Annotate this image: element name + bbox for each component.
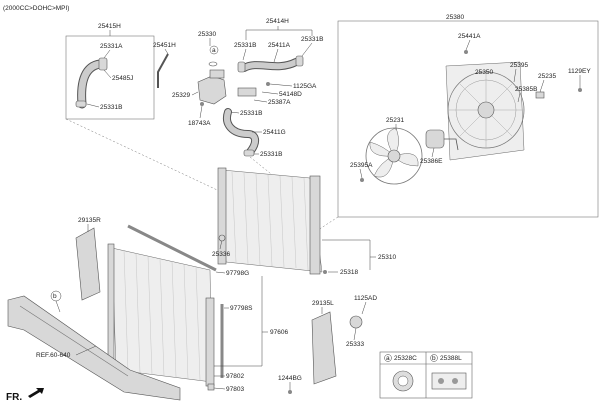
part-label-25235: 25235 (538, 73, 556, 80)
part-label-25331a: 25331A (100, 43, 123, 50)
part-label-97803: 97803 (226, 386, 244, 393)
part-label-25414h: 25414H (266, 18, 289, 25)
motor-mount-hub (477, 101, 495, 119)
part-label-25395: 25395 (510, 62, 528, 69)
part-label-97802: 97802 (226, 373, 244, 380)
clip-part (360, 178, 364, 182)
part-label-25385b: 25385B (515, 86, 537, 93)
part-label-25329: 25329 (172, 92, 190, 99)
o-ring-part (208, 61, 218, 67)
engine-variant-label: (2000CC>DOHC>MPI) (3, 5, 69, 12)
hose-clamp-part (237, 61, 246, 73)
drain-plug-part (323, 270, 327, 274)
part-label-1129ey: 1129EY (568, 68, 591, 75)
part-label-25231: 25231 (386, 117, 404, 124)
receiver-drier-part (205, 297, 215, 387)
part-label-25387a: 25387A (268, 99, 291, 106)
part-label-25333: 25333 (346, 341, 364, 348)
sensor-bracket-part (237, 87, 257, 97)
screw-part (288, 390, 292, 394)
part-label-18743a: 18743A (188, 120, 211, 127)
part-label-29135l: 29135L (312, 300, 334, 307)
fan-hub (387, 149, 401, 163)
part-label-29135r: 29135R (78, 217, 101, 224)
part-label-25380: 25380 (446, 14, 464, 21)
ref-label: REF.60-640 (36, 352, 71, 359)
part-label-25331b-c: 25331B (301, 36, 323, 43)
part-label-25350: 25350 (475, 69, 493, 76)
condenser-header-left (107, 243, 115, 373)
bolt-part (578, 88, 582, 92)
bolt-part (266, 82, 270, 86)
callout-a (209, 45, 219, 55)
part-label-25310: 25310 (378, 254, 396, 261)
part-label-25386e: 25386E (420, 158, 443, 165)
bypass-hose-part (157, 53, 169, 88)
part-label-97606: 97606 (270, 329, 288, 336)
part-label-25331b-a: 25331B (100, 104, 122, 111)
radiator-part (221, 169, 323, 273)
hose-clamp-part (75, 100, 87, 108)
part-label-25485j: 25485J (112, 75, 133, 82)
radiator-tank-right (309, 175, 321, 275)
clip-part (464, 50, 468, 54)
front-direction-label: FR. (6, 392, 22, 403)
part-label-25411a: 25411A (268, 42, 291, 49)
fan-shroud-assembly-box (337, 20, 599, 218)
hose-clamp-part (243, 149, 255, 157)
seal-strip-97798g (127, 224, 217, 272)
legend-a-part: 25328C (394, 355, 417, 362)
callout-a-letter: a (212, 47, 216, 54)
thermostat-cap-part (209, 69, 225, 79)
part-label-1125ad: 1125AD (354, 295, 377, 302)
fastener-clip-icon (431, 372, 467, 390)
part-label-25331b-b: 25331B (234, 42, 256, 49)
front-arrow-icon (28, 388, 44, 398)
part-label-25441a: 25441A (458, 33, 481, 40)
bolt-part (200, 102, 204, 106)
part-label-25318: 25318 (340, 269, 358, 276)
part-label-25330: 25330 (198, 31, 216, 38)
hose-clamp-part (98, 57, 108, 71)
legend-b-part: 25388L (440, 355, 462, 362)
thermostat-housing-part (197, 75, 227, 105)
front-end-module-part (7, 295, 181, 401)
part-label-25331b-d: 25331B (240, 110, 262, 117)
air-guard-left-part (311, 311, 337, 385)
part-label-25411g: 25411G (263, 129, 286, 136)
part-label-54148d: 54148D (279, 91, 302, 98)
part-label-1244bg: 1244BG (278, 375, 302, 382)
part-label-97798s: 97798S (230, 305, 253, 312)
part-label-25336: 25336 (212, 251, 230, 258)
cooling-fan-part (365, 127, 423, 185)
resistor-part (535, 91, 545, 99)
legend-a-letter: a (386, 355, 390, 362)
air-guard-right-part (75, 227, 101, 301)
part-label-97798g: 97798G (226, 270, 249, 277)
radiator-tank-left (217, 167, 227, 265)
parts-legend-table: a 25328C b 25388L (379, 351, 473, 399)
legend-b-letter: b (432, 355, 436, 362)
drain-valve-part (349, 315, 363, 329)
fan-motor-part (425, 129, 445, 149)
callout-b-letter: b (53, 293, 57, 300)
part-label-25331b-e: 25331B (260, 151, 282, 158)
part-label-25451h: 25451H (153, 42, 176, 49)
part-label-25395a: 25395A (350, 162, 373, 169)
part-label-1125ga: 1125GA (293, 83, 317, 90)
cap-part (207, 383, 215, 391)
part-label-25415h: 25415H (98, 23, 121, 30)
hose-clamp-part (295, 55, 304, 67)
mount-insulator-part (218, 234, 226, 242)
